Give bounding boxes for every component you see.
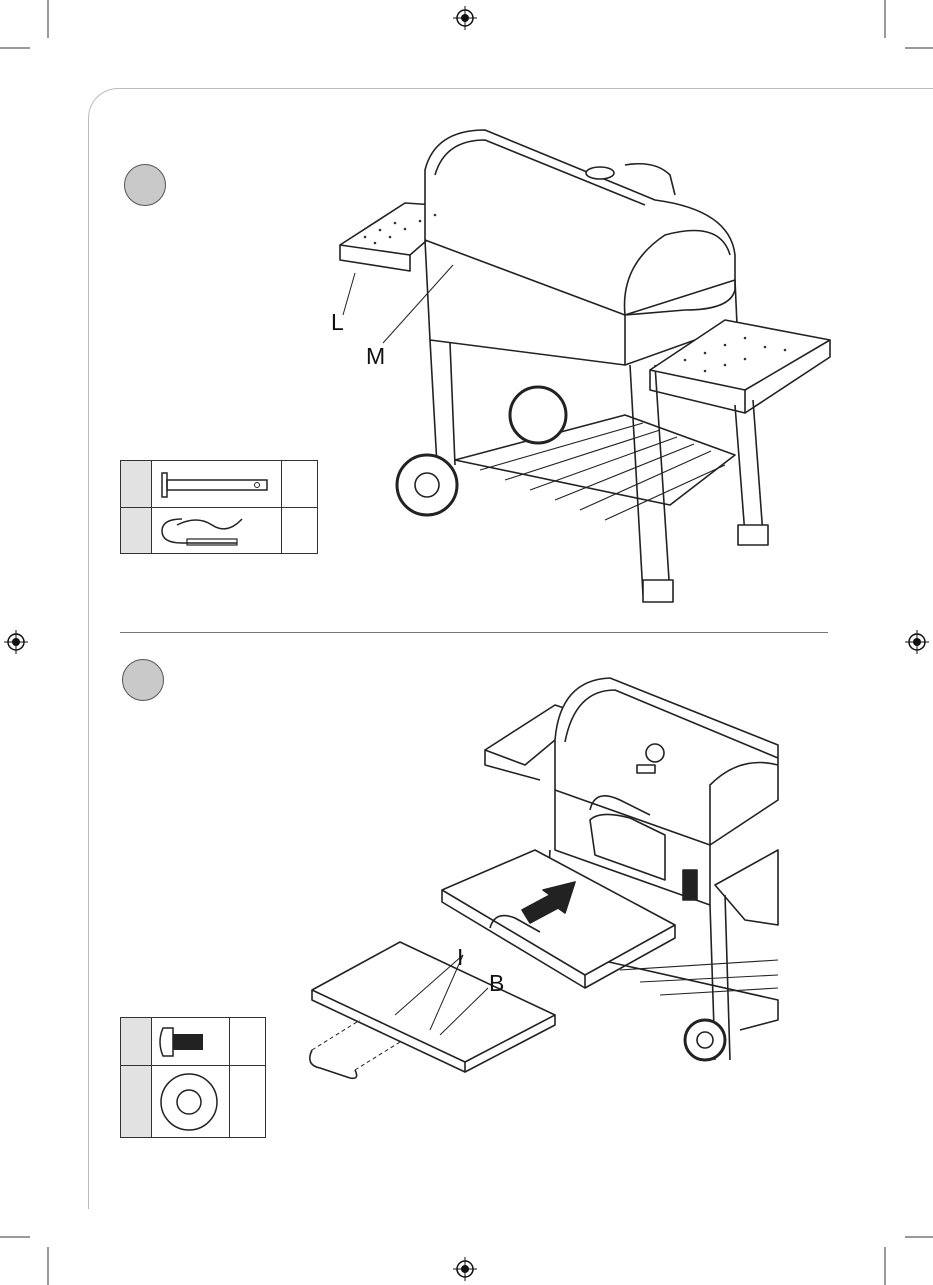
step-1-badge <box>124 164 166 206</box>
parts-table-step-1 <box>120 460 318 554</box>
registration-target-icon <box>4 630 28 654</box>
callout-i: I <box>457 946 463 969</box>
registration-target-icon <box>453 1257 477 1281</box>
clevis-pin-icon <box>157 465 277 505</box>
parts-table-side <box>121 1018 152 1137</box>
callout-l: L <box>331 311 344 334</box>
grill-illustration-step-1 <box>325 125 845 615</box>
grill-illustration-step-2 <box>300 670 780 1090</box>
step-divider <box>120 632 828 633</box>
callout-m: M <box>366 345 385 368</box>
registration-target-icon <box>453 6 477 30</box>
step-2-badge <box>122 659 164 701</box>
hairpin-clip-icon <box>157 511 277 551</box>
callout-b: B <box>489 972 504 995</box>
parts-table-step-2 <box>120 1017 266 1138</box>
bolt-icon <box>155 1022 225 1062</box>
washer-icon <box>155 1070 225 1134</box>
